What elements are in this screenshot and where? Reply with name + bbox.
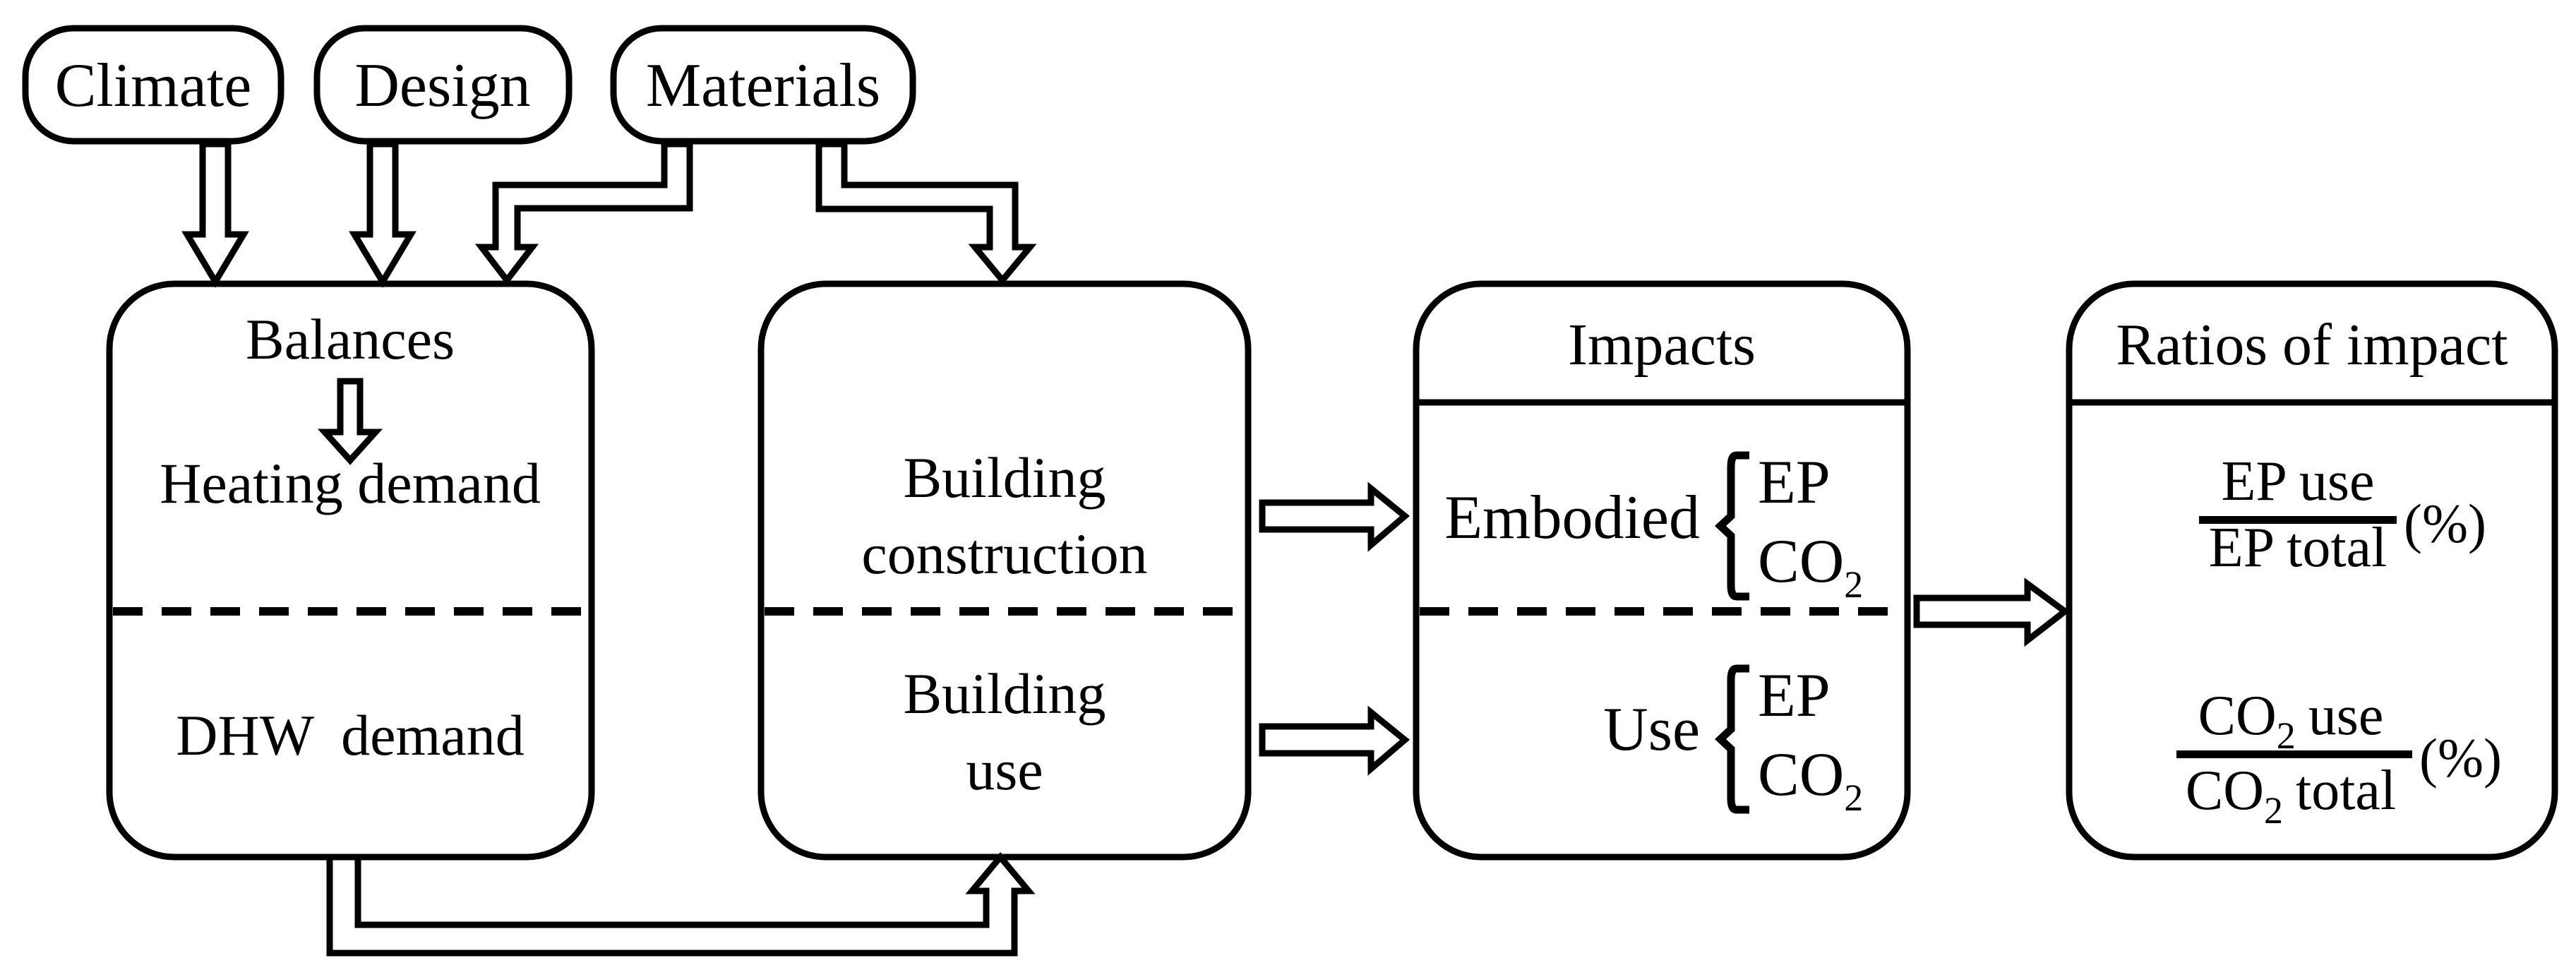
use-label: Use [1603,695,1700,764]
arrow-balances-to-heating [317,378,383,465]
co2-den-base: CO [2186,760,2264,822]
dhw-demand-word: demand [341,703,525,767]
design-label: Design [354,52,530,120]
ep-ratio-fraction: EP use EP total (%) [2199,450,2486,579]
arrow-use-to-impacts [1259,705,1410,776]
co2-num-base: CO [2198,685,2277,747]
ep-ratio-percent: (%) [2404,493,2486,554]
dhw-demand-label: DHW demand [176,703,524,767]
arrow-materials-to-construction [815,140,1037,286]
embodied-label: Embodied [1444,484,1700,552]
ratios-title: Ratios of impact [2116,312,2508,378]
arrow-dhw-feedback-to-building-use [326,851,1036,957]
use-co2-subscript: 2 [1844,777,1863,819]
impacts-box-shape [1413,280,1911,861]
co2-num-subscript: 2 [2277,714,2296,757]
embodied-co2-subscript: 2 [1844,563,1863,606]
ep-ratio-bar [2199,516,2397,524]
ratios-box: Ratios of impact EP use EP total (%) CO2… [2066,280,2558,861]
ep-ratio-denominator: EP total [2209,517,2388,579]
building-box-shape [757,280,1252,861]
embodied-co2-label: CO2 [1758,527,1863,606]
building-construction-line2: construction [861,522,1147,586]
embodied-brace [1714,451,1749,601]
impacts-title: Impacts [1568,312,1756,378]
input-node-climate: Climate [22,25,284,145]
heating-demand-label: Heating demand [160,451,541,515]
co2-ratio-numerator: CO2 use [2198,685,2384,757]
arrow-construction-to-embodied [1259,481,1410,552]
input-node-design: Design [313,25,573,145]
arrow-materials-to-balances [474,140,693,286]
balances-title: Balances [246,307,455,371]
use-co2-label: CO2 [1758,741,1863,819]
use-brace [1714,664,1749,814]
materials-label: Materials [646,52,880,120]
use-ep-label: EP [1758,661,1831,730]
arrow-design-to-balances [349,140,417,288]
climate-pill-shape [22,25,284,145]
ratios-box-shape [2066,280,2558,861]
ep-ratio-numerator: EP use [2221,450,2374,513]
building-use-line1: Building [903,661,1106,726]
co2-num-word: use [2308,685,2384,747]
embodied-ep-label: EP [1758,448,1831,517]
arrow-impacts-to-ratios [1913,577,2071,647]
design-pill-shape [313,25,573,145]
materials-pill-shape [610,25,916,145]
building-construction-line1: Building [903,445,1106,510]
dhw-word: DHW [176,703,314,767]
use-co2-base: CO [1758,741,1844,809]
co2-ratio-denominator: CO2 total [2186,760,2396,832]
co2-ratio-bar [2176,750,2412,758]
co2-den-word: total [2296,760,2396,822]
embodied-co2-base: CO [1758,527,1844,596]
balances-box: Balances Heating demand DHW demand [106,280,595,861]
impacts-box: Impacts Embodied EP CO2 Use EP CO2 [1413,280,1911,861]
building-use-line2: use [966,738,1043,802]
co2-den-subscript: 2 [2264,789,2283,832]
arrow-climate-to-balances [181,140,249,288]
climate-label: Climate [55,52,252,120]
input-node-materials: Materials [610,25,916,145]
building-box: Building construction Building use [757,280,1252,861]
co2-ratio-percent: (%) [2419,727,2502,789]
